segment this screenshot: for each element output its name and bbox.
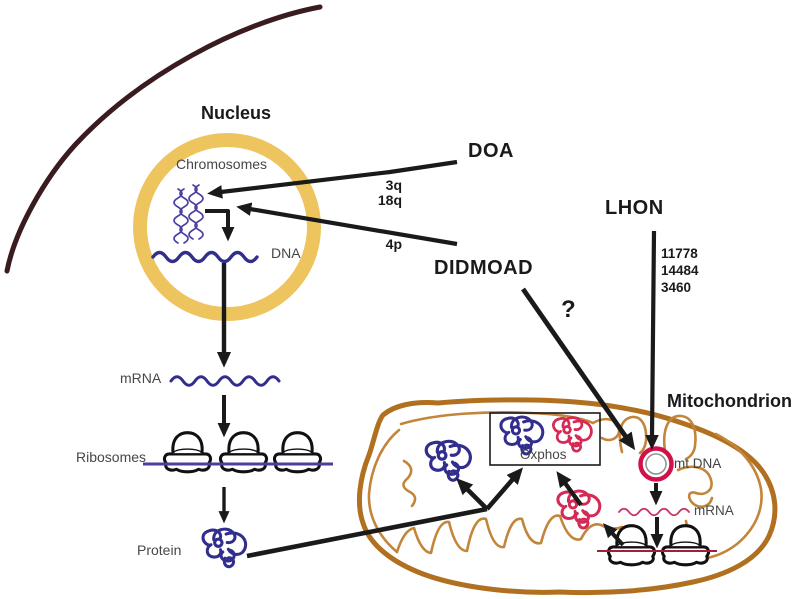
protein-blob bbox=[201, 527, 248, 569]
lhon-mutation-14484: 14484 bbox=[661, 263, 699, 278]
doa-locus-18q: 18q bbox=[377, 192, 402, 208]
mtdna-label: mt DNA bbox=[674, 456, 722, 471]
protein-label: Protein bbox=[137, 542, 182, 558]
mtdna-inner-ring bbox=[645, 453, 667, 475]
ribosome bbox=[218, 431, 269, 474]
ribosome bbox=[162, 431, 213, 474]
ribosome bbox=[272, 431, 323, 474]
nucleus-ring bbox=[133, 133, 321, 321]
nucleus-label: Nucleus bbox=[201, 103, 272, 123]
ribosomes-label: Ribosomes bbox=[76, 449, 147, 465]
mrna-wave bbox=[169, 375, 281, 387]
mrna-label: mRNA bbox=[120, 370, 162, 386]
protein-blob bbox=[556, 489, 602, 530]
doa-locus-3q: 3q bbox=[385, 177, 402, 193]
oxphos-label: Oxphos bbox=[520, 447, 567, 462]
mitochondrion-outline bbox=[356, 397, 778, 596]
branch-oxphos-arrow bbox=[485, 467, 524, 511]
chromosome-dna-arrow bbox=[205, 209, 235, 242]
mito-ribosome-protein-arrow bbox=[602, 523, 625, 547]
doa-arrow bbox=[207, 159, 458, 199]
chromosome-strand bbox=[173, 188, 189, 244]
oxphos-box bbox=[489, 412, 601, 466]
lhon-mutations: 11778 14484 3460 bbox=[661, 245, 699, 296]
dna-label: DNA bbox=[271, 245, 301, 261]
doa-loci: 3q 18q bbox=[352, 178, 402, 208]
mito-ribosome bbox=[660, 524, 711, 567]
didmoad-nuclear-arrow bbox=[236, 202, 458, 247]
lhon-label: LHON bbox=[605, 197, 664, 219]
protein-blob bbox=[424, 439, 472, 482]
doa-label: DOA bbox=[468, 140, 514, 162]
didmoad-locus-block: 4p bbox=[352, 237, 402, 252]
question-mark: ? bbox=[561, 296, 576, 323]
red-protein-oxphos-arrow bbox=[556, 471, 583, 507]
didmoad-mito-arrow bbox=[521, 287, 636, 451]
mito-mrna-label: mRNA bbox=[694, 503, 734, 518]
mtdna-circle bbox=[638, 446, 674, 482]
branch-blue-protein-arrow bbox=[456, 478, 489, 511]
chromosomes-label: Chromosomes bbox=[176, 156, 268, 172]
mito-mrna-wave bbox=[618, 507, 690, 517]
dna-wave bbox=[151, 250, 259, 264]
lhon-arrow bbox=[645, 230, 659, 450]
didmoad-label: DIDMOAD bbox=[434, 257, 534, 279]
protein-transport-line bbox=[246, 506, 488, 559]
mito-ribosome bbox=[606, 524, 657, 567]
didmoad-locus-4p: 4p bbox=[385, 236, 402, 252]
chromosome-strand bbox=[188, 184, 204, 240]
lhon-mutation-11778: 11778 bbox=[661, 246, 698, 261]
mitochondrion-label: Mitochondrion bbox=[667, 391, 792, 411]
cell-membrane-arc bbox=[4, 4, 323, 274]
lhon-mutation-3460: 3460 bbox=[661, 280, 692, 295]
